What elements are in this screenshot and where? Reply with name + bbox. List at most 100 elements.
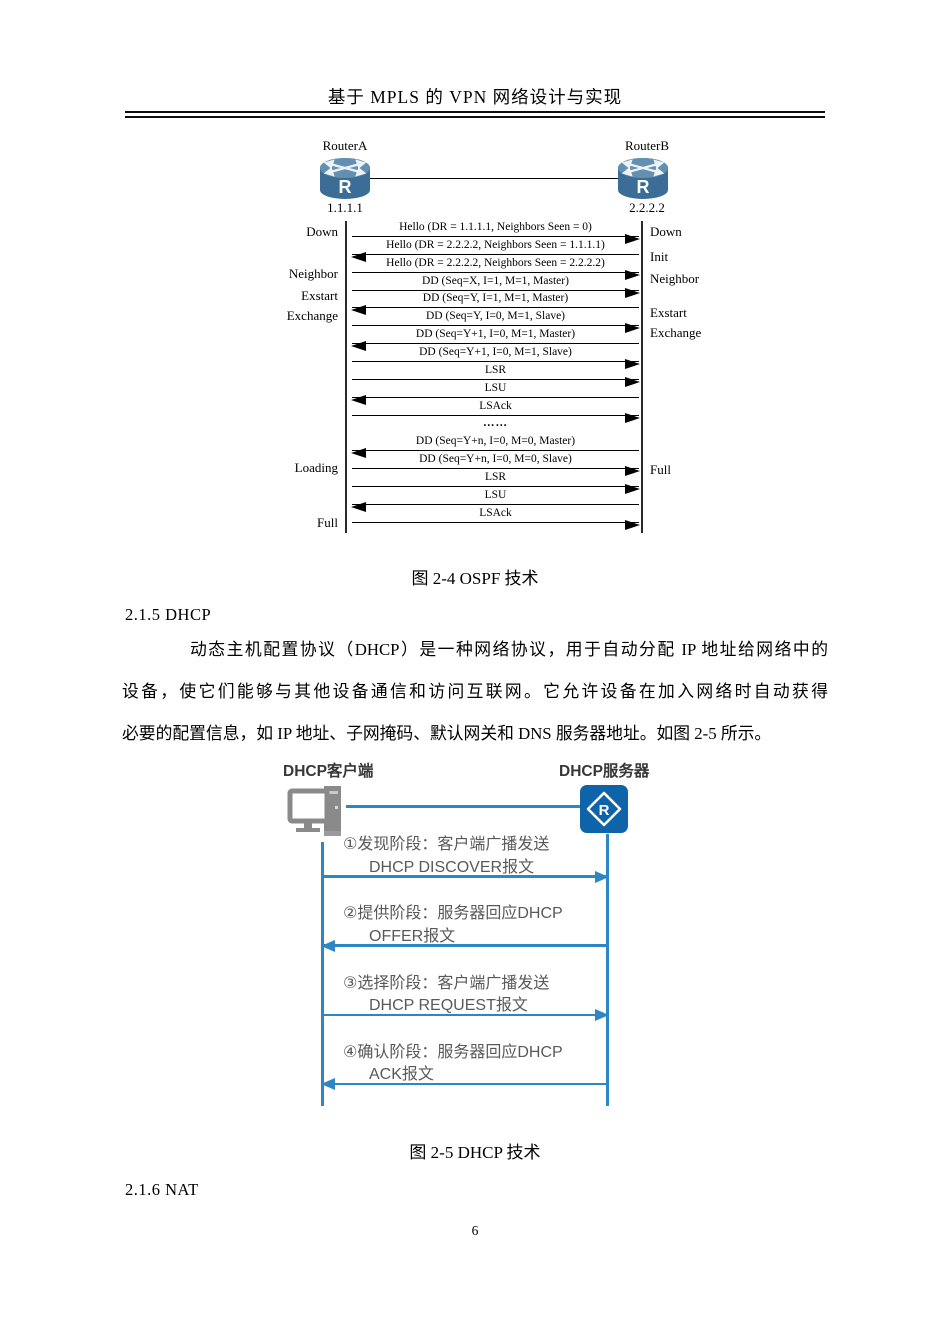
arrowhead-left-icon <box>351 305 366 316</box>
dhcp-phase-text: ②提供阶段：服务器回应DHCP OFFER报文 <box>343 903 618 948</box>
ospf-message-row: DD (Seq=Y+n, I=0, M=0, Master) <box>351 434 639 459</box>
dhcp-phase-line1: ④确认阶段：服务器回应DHCP <box>343 1043 563 1061</box>
arrowhead-left-icon <box>351 394 366 405</box>
ospf-message-line <box>352 271 639 273</box>
dhcp-connection-line <box>346 805 580 808</box>
dhcp-phase-line1: ①发现阶段：客户端广播发送 <box>343 836 550 853</box>
dhcp-phase-line1: ②提供阶段：服务器回应DHCP <box>343 905 563 923</box>
arrowhead-right-icon <box>625 466 640 477</box>
ospf-message-line <box>352 289 639 291</box>
dhcp-phase-line2: OFFER报文 <box>369 927 456 945</box>
dhcp-phase-line2: ACK报文 <box>369 1066 434 1084</box>
ospf-message-line <box>352 396 639 398</box>
dhcp-arrow-line <box>322 1013 608 1017</box>
ospf-message-line <box>352 325 639 327</box>
dhcp-arrow-left <box>321 939 608 952</box>
ospf-message-line <box>352 468 639 470</box>
arrowhead-right-icon <box>625 483 640 494</box>
arrowhead-left-icon <box>351 501 366 512</box>
dhcp-arrow-line <box>322 1082 608 1086</box>
ospf-message-line <box>352 485 639 487</box>
ospf-message-row: DD (Seq=Y, I=0, M=1, Slave) <box>352 309 640 334</box>
ospf-message-text: DD (Seq=Y+n, I=0, M=0, Slave) <box>419 453 572 466</box>
ospf-message-text: LSU <box>484 381 507 394</box>
ospf-state-right: Neighbor <box>650 271 700 286</box>
section-heading-2-1-6: 2.1.6 NAT <box>125 1180 199 1199</box>
ospf-message-line <box>352 360 639 362</box>
ospf-message-row: DD (Seq=Y+1, I=0, M=1, Master) <box>351 327 639 352</box>
ospf-message-text: LSAck <box>479 399 512 412</box>
ospf-message-line <box>352 343 639 345</box>
ospf-message-row: LSR <box>352 470 640 494</box>
arrowhead-right-icon <box>625 287 640 298</box>
arrowhead-right-icon <box>625 376 640 387</box>
ospf-message-text: LSU <box>484 488 507 501</box>
ospf-state-left: Exchange <box>286 308 338 323</box>
ospf-message-line <box>352 414 639 416</box>
dhcp-arrow-line <box>322 944 608 947</box>
ospf-message-text: Hello (DR = 2.2.2.2, Neighbors Seen = 1.… <box>386 238 605 251</box>
header-divider <box>125 111 825 118</box>
paragraph-line: 动态主机配置协议（DHCP）是一种网络协议，用于自动分配 IP 地址给网络中的 <box>190 640 828 659</box>
dhcp-arrowhead-left-icon <box>321 939 335 952</box>
ospf-message-row: LSAck <box>352 506 640 530</box>
dhcp-client-label: DHCP客户端 <box>283 763 374 780</box>
dhcp-phase-text: ④确认阶段：服务器回应DHCP ACK报文 <box>343 1042 618 1087</box>
ospf-message-row: DD (Seq=Y+1, I=0, M=1, Slave) <box>352 345 640 369</box>
dhcp-server-label: DHCP服务器 <box>559 763 650 780</box>
svg-text:R: R <box>599 802 610 819</box>
paragraph-line: 必要的配置信息，如 IP 地址、子网掩码、默认网关和 DNS 服务器地址。如图 … <box>122 724 772 743</box>
ospf-state-right: Down <box>650 224 682 239</box>
sequence-bar-left <box>345 221 348 533</box>
server-lifeline <box>606 834 609 1106</box>
arrowhead-left-icon <box>351 448 366 459</box>
svg-text:R: R <box>339 177 352 197</box>
ospf-message-text: LSR <box>484 363 507 376</box>
ospf-state-left: Neighbor <box>288 266 338 281</box>
ospf-message-row: Hello (DR = 2.2.2.2, Neighbors Seen = 2.… <box>352 256 640 280</box>
dhcp-arrow-right <box>322 1009 609 1022</box>
ospf-state-right: Init <box>650 249 669 264</box>
ospf-message-row: LSU <box>351 488 639 512</box>
ospf-message-row: …… <box>352 416 639 440</box>
ospf-state-right: Exchange <box>650 325 702 340</box>
ospf-message-text: DD (Seq=Y+1, I=0, M=1, Master) <box>415 328 576 341</box>
ospf-message-line <box>352 307 639 309</box>
arrowhead-right-icon <box>625 519 640 530</box>
dhcp-arrow-left <box>321 1078 608 1091</box>
ospf-state-left: Loading <box>294 460 338 475</box>
ospf-message-row: DD (Seq=X, I=1, M=1, Master) <box>352 274 640 298</box>
arrowhead-left-icon <box>351 251 366 262</box>
dhcp-paragraph: 动态主机配置协议（DHCP）是一种网络协议，用于自动分配 IP 地址给网络中的 … <box>122 629 828 755</box>
ospf-message-line <box>352 236 639 237</box>
ospf-message-row: LSU <box>351 381 639 405</box>
dhcp-arrowhead-right-icon <box>595 870 609 883</box>
figure-2-5-caption: 图 2-5 DHCP 技术 <box>409 1143 541 1162</box>
ospf-message-row: Hello (DR = 1.1.1.1, Neighbors Seen = 0) <box>352 220 640 244</box>
ospf-state-left: Exstart <box>301 288 338 303</box>
ospf-message-row: Hello (DR = 2.2.2.2, Neighbors Seen = 1.… <box>351 238 639 262</box>
client-lifeline <box>321 842 324 1106</box>
ospf-message-text: LSAck <box>479 506 512 519</box>
ospf-state-left: Full <box>317 515 338 530</box>
arrowhead-right-icon <box>625 269 640 280</box>
section-heading-2-1-5: 2.1.5 DHCP <box>125 605 212 624</box>
ospf-state-right: Exstart <box>650 305 687 320</box>
page-number: 6 <box>471 1223 479 1238</box>
dhcp-client-computer-icon <box>287 786 341 836</box>
arrowhead-left-icon <box>351 341 366 352</box>
dhcp-arrow-right <box>322 870 609 883</box>
router-b-label: RouterB <box>624 138 670 153</box>
ospf-message-text: Hello (DR = 2.2.2.2, Neighbors Seen = 2.… <box>386 256 605 269</box>
dhcp-arrowhead-left-icon <box>321 1078 335 1091</box>
ospf-message-line <box>352 253 639 255</box>
ospf-message-line <box>352 521 639 523</box>
page-header-title: 基于 MPLS 的 VPN 网络设计与实现 <box>327 87 623 107</box>
dhcp-phase-line2: DHCP REQUEST报文 <box>369 997 528 1015</box>
arrowhead-right-icon <box>625 323 640 334</box>
router-b-ip: 2.2.2.2 <box>629 200 665 215</box>
ospf-message-text: DD (Seq=Y, I=0, M=1, Slave) <box>425 310 566 323</box>
